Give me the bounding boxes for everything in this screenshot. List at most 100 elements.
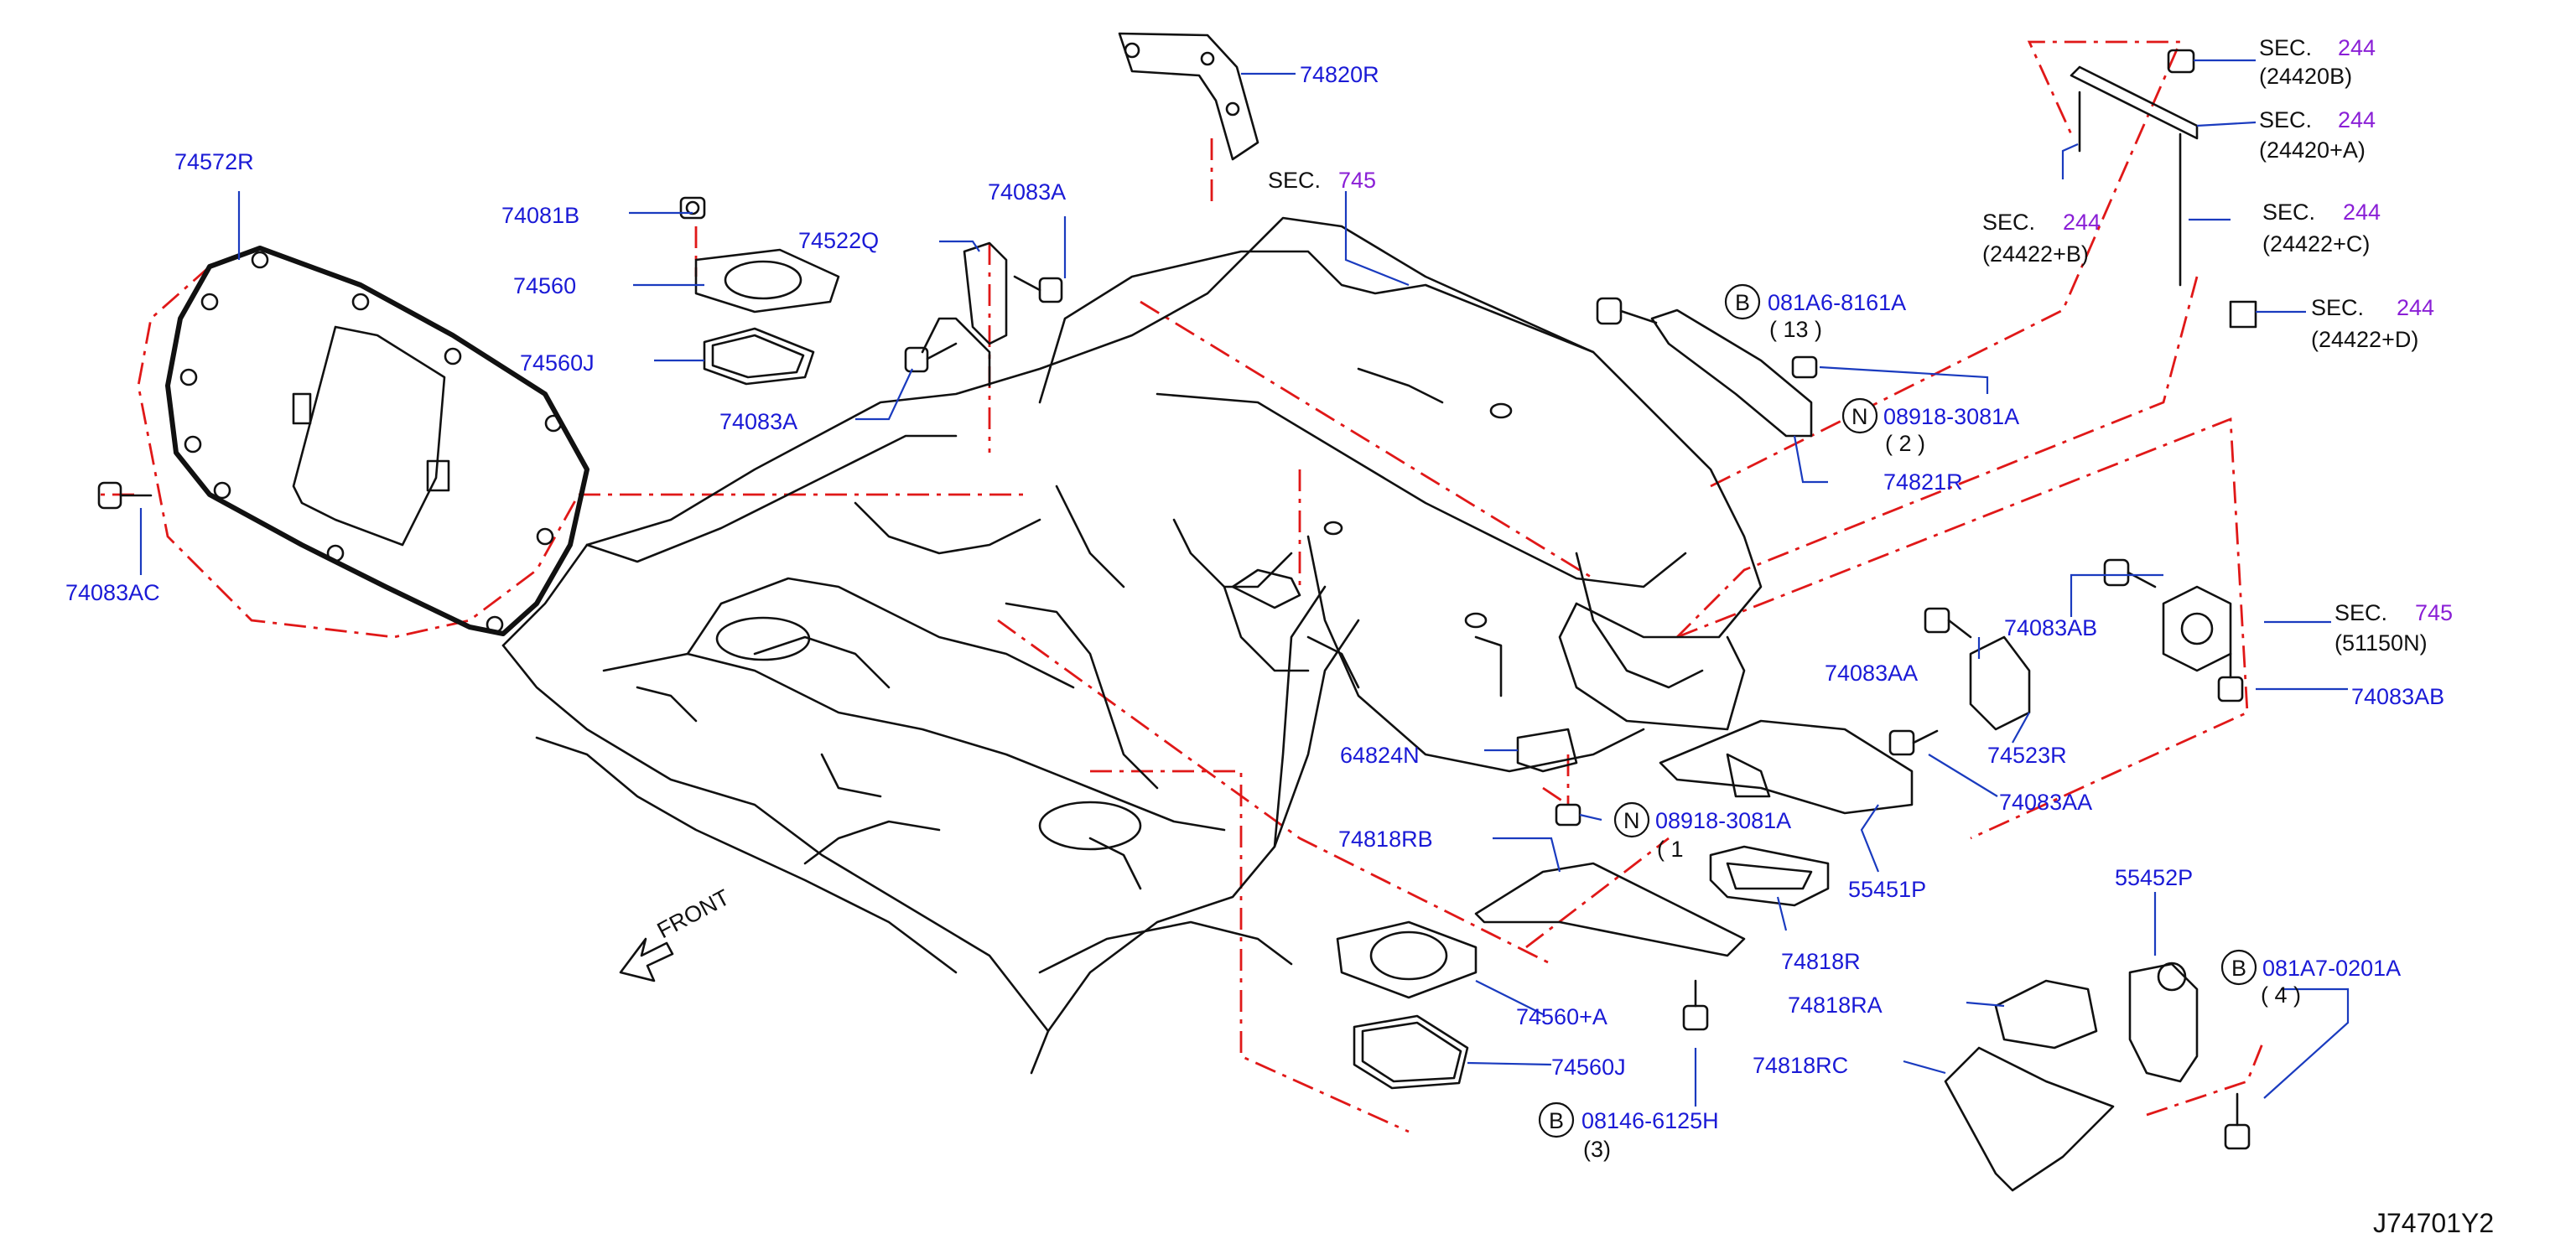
fastener-code-08918-b: 08918-3081A [1655, 808, 1791, 833]
nut-74081B [679, 196, 706, 220]
sec-prefix-244-e: SEC. [2311, 295, 2364, 320]
b-circle-3 [2220, 949, 2257, 986]
trunk-panel-74572R [165, 246, 589, 636]
bolt-081A7 [2224, 1092, 2251, 1150]
label-74522Q: 74522Q [798, 228, 879, 253]
part-labels: 74572R 74081B 74560 74560J 74083A 74522Q… [65, 62, 2444, 1080]
sec-244-a: 244 [2338, 35, 2376, 60]
speaker-74560 [694, 248, 840, 314]
fasteners [97, 49, 2257, 1150]
floor-panel-assembly [501, 216, 1763, 1075]
sec-244-e: 244 [2397, 295, 2434, 320]
bracket-64824N [1516, 728, 1578, 773]
fastener-code-08146: 08146-6125H [1581, 1108, 1719, 1133]
front-arrow [619, 937, 674, 982]
bolt-08146 [1682, 979, 1709, 1031]
panel-74818RB [1474, 862, 1746, 957]
label-74572R: 74572R [174, 149, 254, 174]
n-circle-2 [1613, 801, 1650, 838]
b-circle-2 [1538, 1101, 1575, 1138]
label-64824N: 64824N [1340, 743, 1420, 768]
front-label: FRONT [653, 884, 734, 943]
label-74821R: 74821R [1883, 469, 1963, 495]
label-74560A: 74560+A [1516, 1004, 1607, 1029]
sec-ref-24422B: (24422+B) [1982, 241, 2089, 267]
bracket-74820R [1118, 32, 1259, 161]
mount-sec745 [2162, 585, 2232, 672]
leader-lines [139, 59, 2350, 1107]
label-74083AA-top: 74083AA [1825, 661, 1918, 686]
nut-08918-b [1555, 803, 1581, 827]
label-74081B: 74081B [501, 203, 579, 228]
fastener-qty-081A6: ( 13 ) [1769, 317, 1822, 342]
label-55451P: 55451P [1848, 877, 1926, 902]
section-refs: SEC. 745 SEC. 244 (24420B) SEC. 244 (244… [1268, 35, 2453, 656]
sec-prefix-745-right: SEC. [2334, 600, 2387, 625]
speaker-74560+A [1336, 920, 1478, 999]
symbol-circles [1538, 283, 2257, 1138]
b-letter-3: B [2231, 956, 2246, 981]
b-letter-1: B [1735, 290, 1750, 315]
fastener-qty-08918-a: ( 2 ) [1885, 431, 1925, 456]
n-letter-2: N [1623, 808, 1640, 833]
sec-ref-24422D: (24422+D) [2311, 327, 2418, 352]
label-74560J-top: 74560J [520, 350, 595, 376]
sec-prefix-244-b: SEC. [2259, 107, 2312, 132]
label-74083AB-top: 74083AB [2004, 615, 2097, 640]
label-74560: 74560 [513, 273, 576, 298]
sec-745-top: 745 [1338, 168, 1376, 193]
n-letter-1: N [1852, 404, 1868, 429]
sec-ref-51150N: (51150N) [2334, 630, 2428, 656]
label-74560J-bottom: 74560J [1551, 1055, 1626, 1080]
sec-prefix-745-top: SEC. [1268, 168, 1321, 193]
sec-prefix-244-a: SEC. [2259, 35, 2312, 60]
seal-74560J-top [703, 327, 815, 386]
label-74818RB: 74818RB [1338, 827, 1433, 852]
bolt-74083A-right [1013, 275, 1063, 303]
nut-08918-a [1791, 355, 1818, 379]
sec-ref-24422C: (24422+C) [2262, 231, 2370, 257]
bracket-sec244 [2070, 65, 2199, 287]
diagram-code: J74701Y2 [2373, 1208, 2494, 1238]
sec-prefix-244-d: SEC. [2262, 200, 2315, 225]
fastener-codes: 081A6-8161A ( 13 ) 08918-3081A ( 2 ) 089… [1581, 290, 2401, 1162]
label-74083AA-bottom: 74083AA [1999, 790, 2092, 815]
clip-sec244-d [2229, 300, 2257, 329]
sec-745-right: 745 [2415, 600, 2453, 625]
bracket-74821R [1650, 308, 1813, 438]
b-letter-2: B [1549, 1108, 1564, 1133]
panel-74818RC [1944, 1046, 2115, 1192]
bracket-74522Q [963, 241, 1008, 345]
panel-55451P [1659, 719, 1914, 815]
label-74818R: 74818R [1781, 949, 1861, 974]
bolt-74083AC [97, 481, 153, 510]
label-74083A-right: 74083A [988, 179, 1066, 205]
bolt-74083AA-top [1924, 607, 1972, 639]
tray-74818R [1709, 845, 1830, 907]
label-74818RC: 74818RC [1753, 1053, 1848, 1078]
label-74818RA: 74818RA [1788, 993, 1883, 1018]
b-circle-1 [1724, 283, 1761, 320]
sec-ref-24420B: (24420B) [2259, 64, 2352, 89]
sec-244-b: 244 [2338, 107, 2376, 132]
fastener-code-081A6: 081A6-8161A [1768, 290, 1906, 315]
phantom-lines [101, 40, 2266, 1133]
fastener-qty-08146: (3) [1583, 1137, 1611, 1162]
label-74083AC: 74083AC [65, 580, 160, 605]
bolt-74083AB-top [2103, 558, 2157, 588]
sec-244-c: 244 [2063, 210, 2101, 235]
n-circle-1 [1841, 397, 1878, 434]
label-74083AB-bottom: 74083AB [2351, 684, 2444, 709]
sec-prefix-244-c: SEC. [1982, 210, 2035, 235]
fastener-code-081A7: 081A7-0201A [2262, 956, 2401, 981]
bolt-74083AA-bottom [1888, 729, 1939, 756]
bolt-081A6 [1596, 297, 1658, 325]
sec-ref-24420A: (24420+A) [2259, 137, 2366, 163]
seal-74560J-bottom [1353, 1014, 1469, 1090]
mount-55452P [2128, 962, 2199, 1083]
label-74083A-left: 74083A [719, 409, 797, 434]
bolt-74083A-left [904, 342, 958, 373]
label-55452P: 55452P [2115, 865, 2193, 890]
symbol-letters: B N N B B [1549, 290, 2246, 1133]
